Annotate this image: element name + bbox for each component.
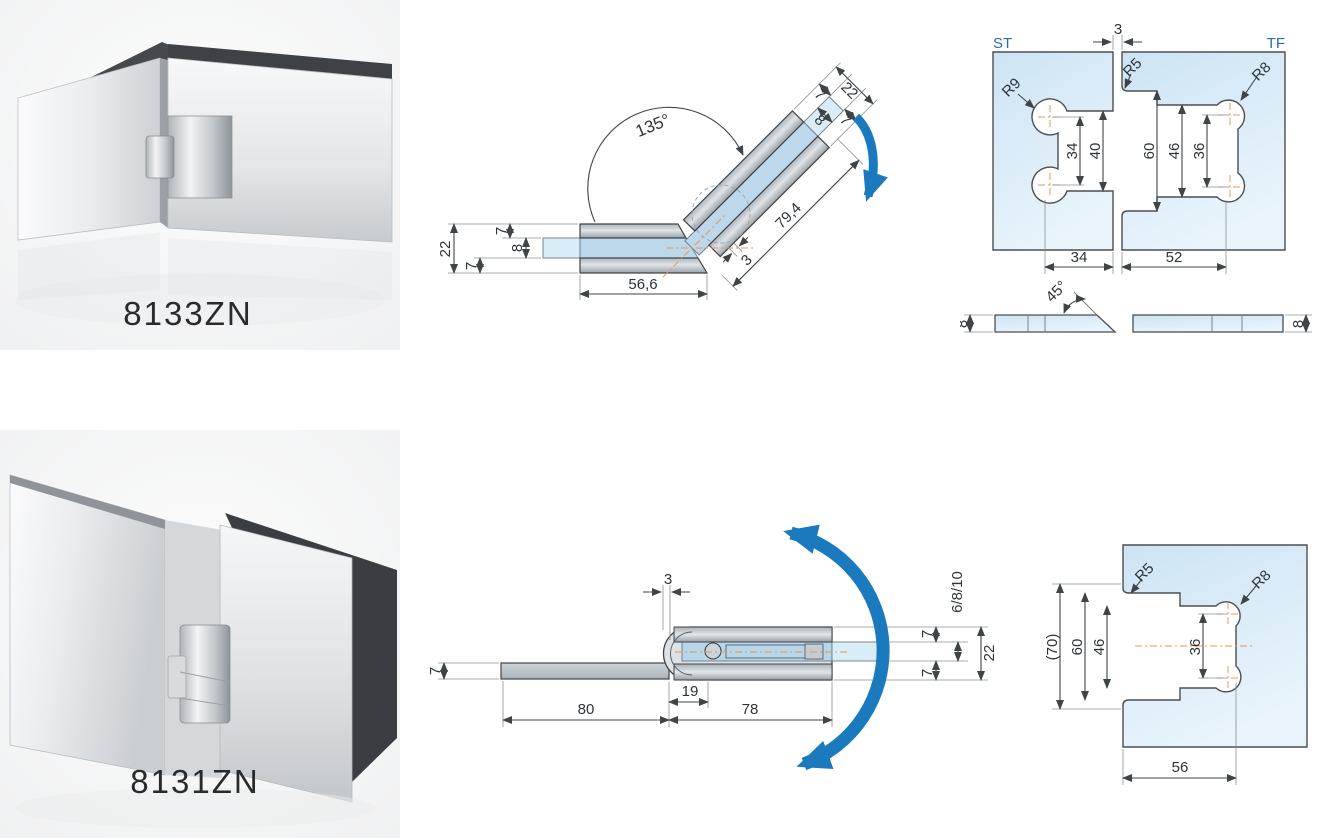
product-photo-8131zn: 8131ZN (0, 430, 400, 838)
fixed-arm-section (542, 223, 709, 274)
product-code-8133zn: 8133ZN (123, 295, 253, 332)
dim-total: 22 (981, 645, 998, 662)
drawing-hinge135-side: 8 7 7 22 79,4 3 (437, 62, 888, 300)
swing-arrow-icon (852, 113, 888, 202)
dim-body-length: 78 (742, 701, 759, 718)
dim-arm-total: 22 (837, 79, 861, 103)
product-photo-8133zn: 8133ZN (0, 0, 400, 350)
dim-thickness-right: 8 (1290, 320, 1307, 328)
left-stack-dimensions: 22 7 8 7 (437, 223, 578, 274)
hinge-135-render (15, 42, 393, 326)
glass-panel (1122, 544, 1308, 748)
bottom-width-dimensions: 34 52 (1044, 200, 1227, 274)
edge-cross-sections: 45° 8 8 (960, 278, 1312, 333)
dim-stack-glass: 8 (509, 244, 526, 252)
dim-plate-bottom: 7 (919, 669, 936, 677)
pivot-detail-circle (691, 184, 751, 244)
dim-length-bottom: 56,6 (628, 276, 657, 293)
dim-overall: (70) (1044, 634, 1061, 661)
dim-inset: 19 (682, 683, 699, 700)
label-st: ST (993, 35, 1012, 52)
glass-panel-tf (1121, 51, 1286, 251)
bottom-width-dimension: 56 (1122, 683, 1237, 785)
dim-notch-right-inner: 46 (1166, 143, 1183, 160)
strip-beveled (994, 314, 1117, 333)
dim-notch-inner: 46 (1091, 639, 1108, 656)
dim-notch-right-outer: 60 (1141, 143, 1158, 160)
dim-centers: 36 (1187, 639, 1204, 656)
dim-arm-length: 79,4 (772, 199, 805, 232)
hinge-180-render (9, 474, 397, 828)
dim-width: 56 (1172, 759, 1189, 776)
glass-panel-st (992, 51, 1114, 251)
drawing-hinge180-side: 3 7 19 80 78 7 (427, 524, 998, 771)
strip-plain (1132, 314, 1284, 333)
dim-bevel-angle: 45° (1043, 278, 1071, 306)
dim-fixed-length: 80 (578, 701, 595, 718)
dim-angle: 135° (633, 110, 673, 141)
dim-plate-top: 7 (919, 630, 936, 638)
dim-notch-outer: 60 (1069, 639, 1086, 656)
hinge-180-photo (0, 430, 400, 838)
dim-glass-thickness: 6/8/10 (949, 571, 966, 613)
dim-gap: 3 (1114, 21, 1122, 38)
right-stack-dimensions: 7 6/8/10 7 22 (834, 571, 998, 681)
center-marks (1038, 103, 1242, 199)
drawing-glass-prep-180: R5 R8 (70) 60 46 36 56 (1044, 544, 1308, 785)
dim-width-left: 34 (1071, 249, 1088, 266)
hinge-135-photo (0, 0, 400, 350)
fixed-thickness-dimension: 7 (427, 662, 499, 680)
dim-offset: 3 (664, 571, 672, 588)
vertical-dimensions: (70) 60 46 36 (1044, 583, 1226, 710)
angle-arc (587, 106, 744, 223)
dim-notch-left: 40 (1087, 143, 1104, 160)
bottom-length-dimension: 56,6 (579, 275, 708, 300)
pivot-screw (704, 642, 722, 660)
dim-thickness-left: 8 (960, 320, 971, 328)
dim-centers-right: 36 (1191, 143, 1208, 160)
dim-stack-total: 22 (437, 241, 454, 258)
dim-stack-plate-top: 7 (493, 227, 510, 235)
hinge-body-section (662, 626, 886, 681)
rotation-arrow-icon (783, 524, 890, 771)
label-tf: TF (1267, 35, 1285, 52)
drawing-glass-prep-135: ST TF 3 R9 R5 R8 (960, 21, 1312, 333)
offset-dimension: 3 (643, 571, 690, 640)
vertical-dimensions: 34 40 60 46 36 (1052, 90, 1228, 212)
dim-fixed-thickness: 7 (427, 667, 444, 675)
gap-dimension: 3 (1093, 21, 1142, 50)
dim-width-right: 52 (1166, 249, 1183, 266)
dim-centers-left: 34 (1064, 143, 1081, 160)
fixed-panel-strip (500, 662, 670, 680)
product-code-8131zn: 8131ZN (130, 763, 260, 800)
length-dimensions: 19 80 78 (502, 681, 833, 727)
dim-stack-plate-bottom: 7 (463, 262, 480, 270)
